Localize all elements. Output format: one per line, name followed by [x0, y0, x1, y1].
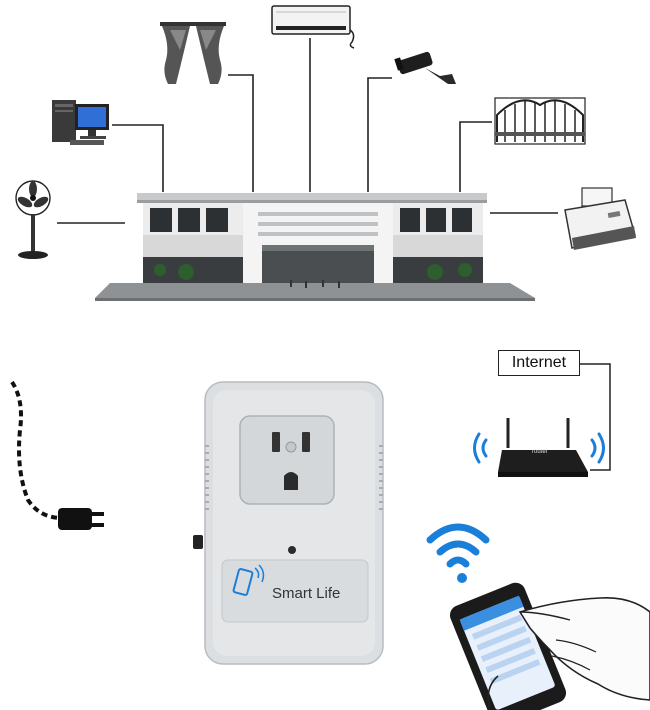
air-conditioner-icon	[271, 5, 355, 49]
wifi-router-icon	[498, 418, 588, 477]
router-label: router	[532, 449, 548, 455]
wifi-signal-icon	[426, 523, 490, 568]
gate-icon	[494, 97, 586, 145]
smartphone-icon	[449, 582, 567, 710]
hand-icon	[487, 596, 650, 710]
fan-icon	[15, 180, 51, 259]
brand-label: Smart Life	[272, 585, 341, 602]
connector-lines	[57, 38, 558, 224]
wifi-dot	[457, 573, 467, 583]
wifi-signal-icon	[473, 432, 605, 464]
curtains-icon	[160, 22, 226, 84]
smart-plug-device	[193, 381, 384, 665]
building-illustration	[95, 193, 535, 301]
printer-icon	[564, 187, 636, 250]
internet-label: Internet	[498, 350, 580, 376]
internet-connector	[580, 363, 611, 471]
desktop-computer-icon	[52, 100, 109, 145]
power-cord-icon	[10, 380, 104, 530]
security-camera-icon	[394, 51, 456, 84]
